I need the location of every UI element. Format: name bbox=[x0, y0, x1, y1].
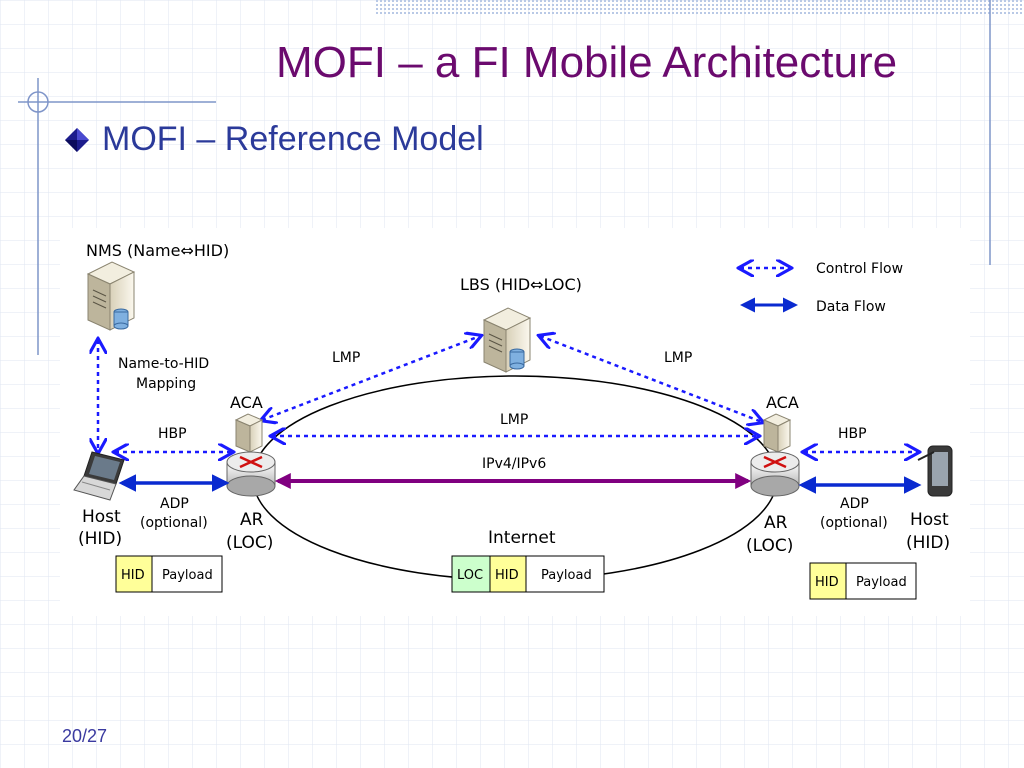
ar-right-line2: (LOC) bbox=[746, 536, 793, 556]
packet-right-payload-cell bbox=[845, 562, 917, 600]
diamond-bullet-icon bbox=[65, 127, 89, 152]
host-right-line2: (HID) bbox=[906, 533, 950, 553]
host-left-line1: Host bbox=[82, 507, 121, 527]
page-number: 20/27 bbox=[62, 726, 108, 746]
lmp-left-label: LMP bbox=[332, 350, 360, 366]
host-right-line1: Host bbox=[910, 510, 949, 530]
bullet-text: MOFI – Reference Model bbox=[102, 120, 484, 159]
packet-middle-loc-cell bbox=[451, 555, 491, 593]
hbp-right-label: HBP bbox=[838, 426, 867, 442]
packet-middle-hid: HID bbox=[495, 568, 519, 583]
adp-right-label: ADP bbox=[840, 496, 869, 512]
aca-right-server-icon bbox=[762, 413, 792, 453]
packet-left-payload: Payload bbox=[162, 568, 213, 583]
legend-data-flow-label: Data Flow bbox=[816, 299, 886, 315]
hbp-left-label: HBP bbox=[158, 426, 187, 442]
packet-left-hid: HID bbox=[121, 568, 145, 583]
ar-left-line2: (LOC) bbox=[226, 533, 273, 553]
adp-left-label: ADP bbox=[160, 496, 189, 512]
ar-right-line1: AR bbox=[764, 513, 788, 533]
legend-control-flow-label: Control Flow bbox=[816, 261, 903, 277]
packet-right: HID Payload bbox=[809, 562, 917, 600]
name-to-hid-line1: Name-to-HID bbox=[118, 356, 209, 372]
internet-label: Internet bbox=[488, 528, 556, 548]
bullet-rest: – Reference Model bbox=[186, 120, 484, 158]
packet-left: HID Payload bbox=[115, 555, 223, 593]
bullet-prefix: MOFI bbox=[102, 120, 187, 158]
lmp-middle-label: LMP bbox=[500, 412, 528, 428]
adp-left-optional: (optional) bbox=[140, 515, 208, 531]
lmp-right-label: LMP bbox=[664, 350, 692, 366]
nms-label: NMS (Name⇔HID) bbox=[86, 241, 229, 260]
packet-right-hid: HID bbox=[815, 575, 839, 590]
host-left-line2: (HID) bbox=[78, 529, 122, 549]
packet-middle-payload-cell bbox=[525, 555, 605, 593]
packet-middle-hid-cell bbox=[489, 555, 527, 593]
pda-device-icon bbox=[917, 445, 953, 497]
name-to-hid-line2: Mapping bbox=[136, 376, 196, 392]
packet-right-payload: Payload bbox=[856, 575, 907, 590]
lbs-server-icon bbox=[482, 307, 532, 373]
packet-middle-payload: Payload bbox=[541, 568, 592, 583]
bullet-item: MOFI – Reference Model bbox=[62, 120, 484, 159]
laptop-icon bbox=[73, 451, 125, 501]
ar-right-router-icon bbox=[750, 451, 800, 497]
ar-left-router-icon bbox=[226, 451, 276, 497]
ipv-label: IPv4/IPv6 bbox=[482, 456, 546, 472]
packet-right-hid-cell bbox=[809, 562, 847, 600]
packet-middle-loc: LOC bbox=[457, 568, 483, 583]
aca-left-server-icon bbox=[234, 413, 264, 453]
lbs-label: LBS (HID⇔LOC) bbox=[460, 275, 582, 294]
adp-right-optional: (optional) bbox=[820, 515, 888, 531]
lmp-left-arrow bbox=[262, 336, 480, 420]
packet-middle: LOC HID Payload bbox=[451, 555, 605, 593]
diagram-panel bbox=[60, 228, 970, 616]
ar-left-line1: AR bbox=[240, 510, 264, 530]
slide-title: MOFI – a FI Mobile Architecture bbox=[276, 38, 898, 87]
aca-left-label: ACA bbox=[230, 393, 263, 412]
aca-right-label: ACA bbox=[766, 393, 799, 412]
packet-left-payload-cell bbox=[151, 555, 223, 593]
nms-server-icon bbox=[86, 261, 136, 331]
